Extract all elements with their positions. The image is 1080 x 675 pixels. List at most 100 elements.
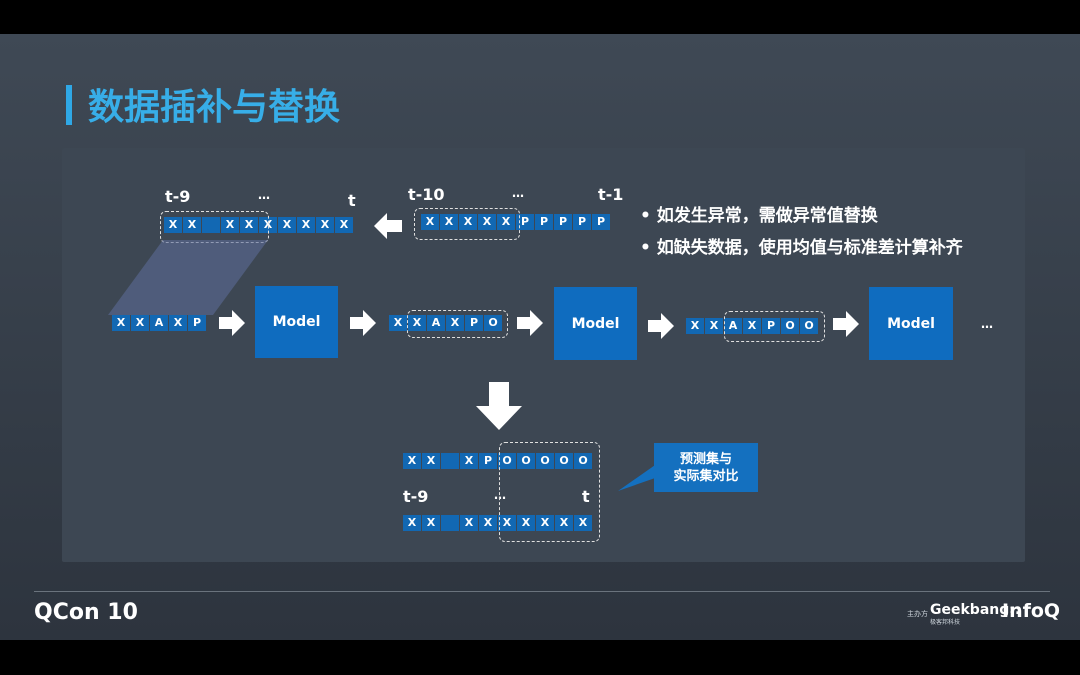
- sequence-cell: O: [484, 315, 502, 331]
- sequence-cell: P: [554, 214, 572, 230]
- label-t-9-top: t-9: [165, 187, 191, 206]
- geekbang-logo: Geekbang›.: [930, 602, 1021, 618]
- dashed-highlight-comparison: [499, 442, 600, 542]
- arrow-right-icon: [648, 313, 674, 339]
- sequence-cell: X: [240, 217, 258, 233]
- infoq-logo: InfoQ: [1002, 600, 1061, 622]
- callout-compare: 预测集与 实际集对比: [654, 443, 758, 492]
- sequence-cell: O: [555, 453, 573, 469]
- sequence-cell: X: [169, 315, 187, 331]
- sequence-cell: P: [465, 315, 483, 331]
- sequence-cell: O: [517, 453, 535, 469]
- sequence-cell: X: [112, 315, 130, 331]
- sequence-cell: X: [278, 217, 296, 233]
- sequence-cell: X: [460, 453, 478, 469]
- sequence-cell: P: [188, 315, 206, 331]
- qcon-logo: QCon 10: [34, 600, 138, 625]
- sequence-cell: X: [221, 217, 239, 233]
- sequence-cell: X: [422, 453, 440, 469]
- sequence-cell: X: [555, 515, 573, 531]
- dashed-highlight-top-right: [414, 208, 520, 240]
- sequence-cell: X: [705, 318, 723, 334]
- bullet-missing-data: • 如缺失数据，使用均值与标准差计算补齐: [640, 238, 963, 258]
- sequence-cell: X: [335, 217, 353, 233]
- sequence-cell: X: [403, 453, 421, 469]
- callout-line-1: 预测集与: [679, 452, 732, 467]
- sequence-cell: A: [427, 315, 445, 331]
- sequence-cell: X: [446, 315, 464, 331]
- sequence-cell: P: [573, 214, 591, 230]
- sequence-cell: X: [440, 214, 458, 230]
- arrow-right-icon: [219, 310, 245, 336]
- arrow-right-icon: [517, 310, 543, 336]
- label-t-9-bottom: t-9: [403, 487, 429, 506]
- arrow-right-icon: [350, 310, 376, 336]
- sequence-cell: X: [403, 515, 421, 531]
- label-dots-top-left: …: [258, 188, 270, 202]
- sponsor-label: 主办方: [907, 610, 928, 618]
- arrow-down-icon: [476, 382, 522, 430]
- model-box-1: Model: [255, 286, 338, 358]
- model-box-2: Model: [554, 287, 637, 360]
- sequence-cell: A: [150, 315, 168, 331]
- arrow-right-icon: [833, 311, 859, 337]
- sequence-cell: [441, 515, 459, 531]
- sequence-cell: X: [131, 315, 149, 331]
- sequence-cell: X: [517, 515, 535, 531]
- geekbang-subtitle: 极客邦科技: [930, 619, 961, 626]
- sequence-cell: X: [421, 214, 439, 230]
- sequence-cell: X: [459, 214, 477, 230]
- sequence-cell: X: [316, 217, 334, 233]
- dashed-highlight-top-left: [160, 211, 269, 243]
- arrow-left-icon: [374, 213, 402, 239]
- sequence-cell: X: [460, 515, 478, 531]
- sequence-cell: X: [743, 318, 761, 334]
- sequence-cell: X: [497, 214, 515, 230]
- sequence-cell: O: [800, 318, 818, 334]
- trailing-dots: …: [981, 317, 993, 331]
- label-dots-bottom: …: [494, 488, 506, 502]
- sequence-cell: P: [479, 453, 497, 469]
- label-t-1: t-1: [598, 185, 624, 204]
- projection-shape: [108, 240, 268, 315]
- model-box-3: Model: [869, 287, 953, 360]
- sequence-cell: O: [498, 453, 516, 469]
- dashed-highlight-row-2: [407, 310, 508, 338]
- sequence-cell: O: [781, 318, 799, 334]
- sequence-cell: P: [516, 214, 534, 230]
- sequence-cell: A: [724, 318, 742, 334]
- bullet-anomaly: • 如发生异常，需做异常值替换: [640, 206, 878, 226]
- page-title: 数据插补与替换: [88, 87, 341, 128]
- sequence-cell: [441, 453, 459, 469]
- sequence-cell: P: [592, 214, 610, 230]
- callout-line-2: 实际集对比: [673, 469, 739, 484]
- sequence-cell: [202, 217, 220, 233]
- label-t-top-left: t: [348, 191, 356, 210]
- callout-pointer: [618, 463, 658, 491]
- sequence-cell: X: [297, 217, 315, 233]
- sequence-cell: O: [536, 453, 554, 469]
- sequence-cell: X: [389, 315, 407, 331]
- sequence-cell: X: [498, 515, 516, 531]
- sequence-cell: X: [422, 515, 440, 531]
- sequence-cell: P: [535, 214, 553, 230]
- label-dots-top-right: …: [512, 186, 524, 200]
- sequence-cell: X: [479, 515, 497, 531]
- sequence-cell: X: [164, 217, 182, 233]
- footer-divider: [34, 591, 1050, 592]
- sequence-cell: O: [574, 453, 592, 469]
- sequence-cell: X: [686, 318, 704, 334]
- title-accent-bar: [66, 85, 72, 125]
- sequence-cell: X: [574, 515, 592, 531]
- sequence-cell: P: [762, 318, 780, 334]
- sequence-cell: X: [408, 315, 426, 331]
- sequence-cell: X: [536, 515, 554, 531]
- dashed-highlight-row-3: [724, 311, 825, 342]
